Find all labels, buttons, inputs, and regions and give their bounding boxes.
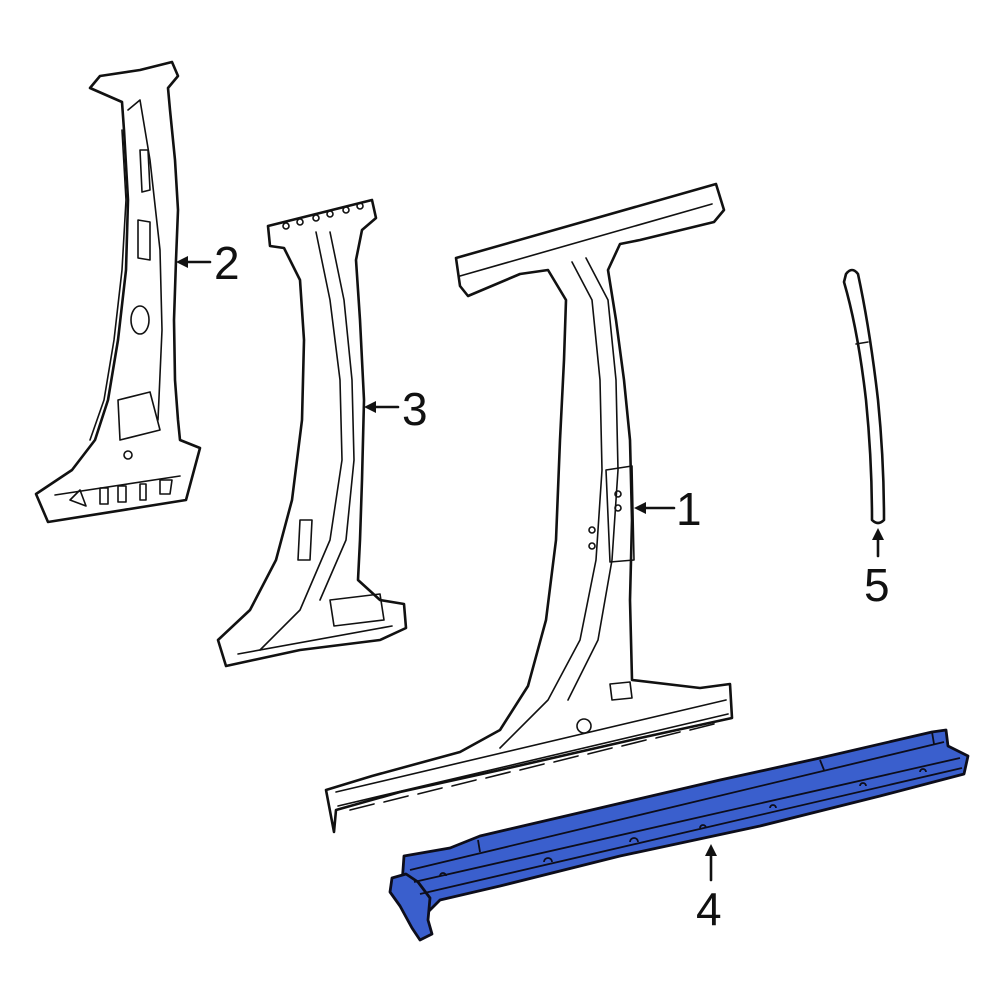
arrowhead-icon — [872, 528, 884, 540]
arrowhead-icon — [364, 401, 376, 413]
part-2-inner-pillar[interactable] — [34, 60, 212, 524]
callout-3[interactable]: 3 — [402, 383, 428, 435]
part-1-center-pillar-reinforcement[interactable] — [324, 182, 734, 834]
callout-2[interactable]: 2 — [214, 237, 240, 289]
part-4-rocker-reinforcement[interactable] — [388, 728, 970, 942]
part-3-center-pillar-inner[interactable] — [216, 198, 408, 668]
arrowhead-icon — [176, 256, 188, 268]
callout-5[interactable]: 5 — [864, 559, 890, 611]
part-5-weatherstrip[interactable] — [842, 268, 886, 558]
arrowhead-icon — [705, 844, 717, 856]
callout-4[interactable]: 4 — [696, 883, 722, 935]
arrowhead-icon — [634, 502, 646, 514]
callout-1[interactable]: 1 — [676, 483, 702, 535]
